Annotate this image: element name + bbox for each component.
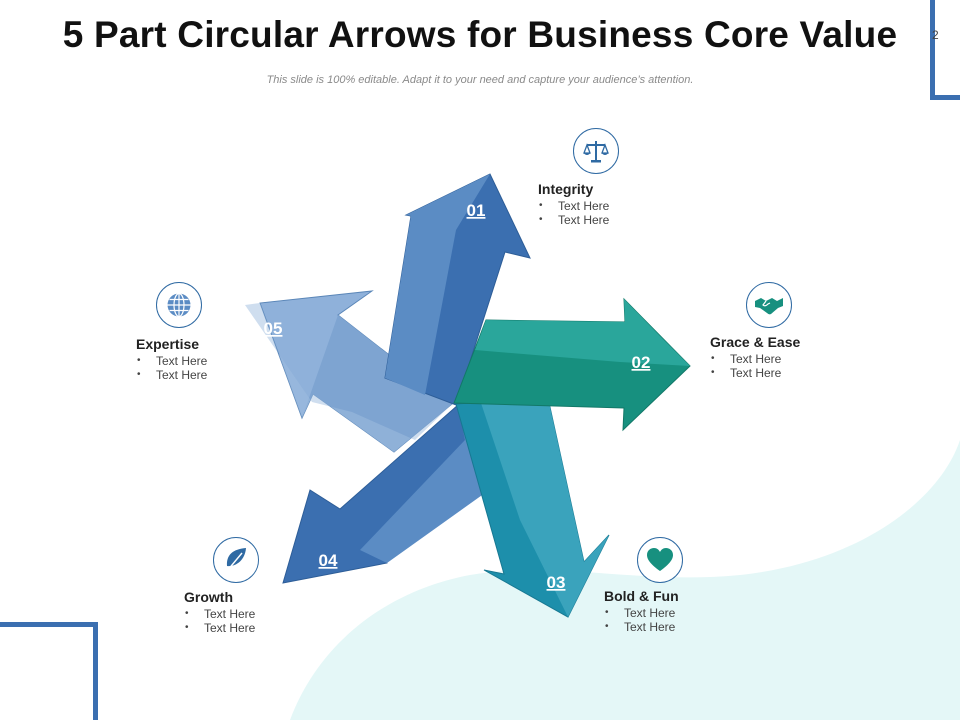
arrow-01-number: 01 xyxy=(467,201,486,220)
page-number: 2 xyxy=(932,28,939,42)
bold-block: Bold & Fun Text Here Text Here xyxy=(604,588,679,634)
arrow-04 xyxy=(282,404,493,584)
scales-icon xyxy=(573,128,619,174)
bullet-item: Text Here xyxy=(184,607,255,621)
arrow-03-number: 03 xyxy=(547,573,566,592)
bullet-item: Text Here xyxy=(184,621,255,635)
integrity-bullets: Text Here Text Here xyxy=(538,199,609,227)
arrow-03 xyxy=(455,397,610,618)
globe-icon xyxy=(156,282,202,328)
corner-accent-top-right xyxy=(930,0,960,100)
bold-heading: Bold & Fun xyxy=(604,588,679,604)
growth-block: Growth Text Here Text Here xyxy=(184,589,255,635)
arrow-05-number: 05 xyxy=(264,319,283,338)
arrow-01 xyxy=(384,173,531,406)
arrow-02-number: 02 xyxy=(632,353,651,372)
corner-accent-bottom-left xyxy=(0,622,98,720)
expertise-heading: Expertise xyxy=(136,336,200,352)
expertise-block: Expertise Text Here Text Here xyxy=(136,336,207,382)
handshake-icon xyxy=(746,282,792,328)
bullet-item: Text Here xyxy=(710,366,800,380)
arrow-04-number: 04 xyxy=(319,551,338,570)
bullet-item: Text Here xyxy=(136,368,207,382)
heart-icon xyxy=(637,537,683,583)
arrow-05 xyxy=(245,290,453,453)
bullet-item: Text Here xyxy=(136,354,207,368)
bullet-item: Text Here xyxy=(538,213,609,227)
arrow-02 xyxy=(453,297,691,432)
leaf-icon xyxy=(213,537,259,583)
grace-block: Grace & Ease Text Here Text Here xyxy=(710,334,800,380)
integrity-heading: Integrity xyxy=(538,181,594,197)
growth-bullets: Text Here Text Here xyxy=(184,607,255,635)
bullet-item: Text Here xyxy=(604,620,679,634)
bold-bullets: Text Here Text Here xyxy=(604,606,679,634)
slide-subtitle: This slide is 100% editable. Adapt it to… xyxy=(266,74,694,86)
grace-bullets: Text Here Text Here xyxy=(710,352,800,380)
bullet-item: Text Here xyxy=(538,199,609,213)
slide-title: 5 Part Circular Arrows for Business Core… xyxy=(62,14,898,55)
growth-heading: Growth xyxy=(184,589,233,605)
integrity-block: Integrity Text Here Text Here xyxy=(538,181,609,227)
grace-heading: Grace & Ease xyxy=(710,334,801,350)
bullet-item: Text Here xyxy=(604,606,679,620)
bullet-item: Text Here xyxy=(710,352,800,366)
expertise-bullets: Text Here Text Here xyxy=(136,354,207,382)
